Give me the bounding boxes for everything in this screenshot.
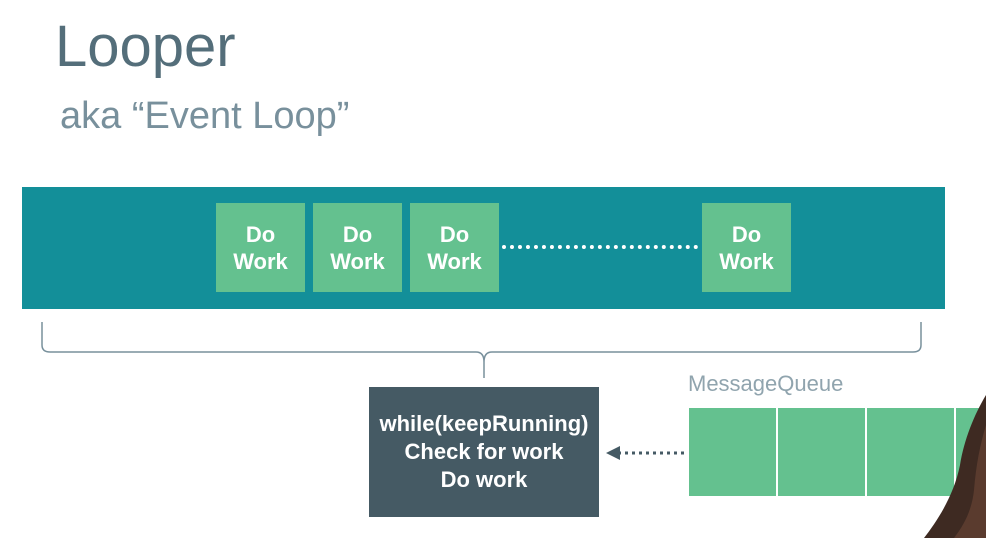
event-loop-box: while(keepRunning) Check for work Do wor…	[369, 387, 599, 517]
do-work-label-line2: Work	[427, 248, 482, 274]
continuation-dots	[502, 245, 698, 249]
slide-title: Looper	[55, 14, 236, 79]
do-work-block-2: Do Work	[313, 203, 402, 292]
do-work-label-line2: Work	[233, 248, 288, 274]
presenter-silhouette	[924, 395, 986, 538]
loop-line-while: while(keepRunning)	[379, 411, 589, 436]
do-work-block-4: Do Work	[702, 203, 791, 292]
dotted-arrow-icon	[606, 446, 684, 460]
do-work-label-line1: Do	[439, 221, 470, 247]
do-work-label-line1: Do	[342, 221, 373, 247]
loop-line-do: Do work	[440, 467, 528, 492]
do-work-block-3: Do Work	[410, 203, 499, 292]
message-queue-slot	[867, 408, 956, 496]
do-work-label-line1: Do	[731, 221, 762, 247]
do-work-label-line2: Work	[719, 248, 774, 274]
message-queue-label: MessageQueue	[688, 371, 844, 396]
do-work-block-1: Do Work	[216, 203, 305, 292]
slide-subtitle: aka “Event Loop”	[60, 95, 350, 137]
loop-line-check: Check for work	[404, 439, 564, 464]
do-work-label-line2: Work	[330, 248, 385, 274]
message-queue-slot	[778, 408, 867, 496]
do-work-label-line1: Do	[245, 221, 276, 247]
message-queue-slot	[689, 408, 778, 496]
